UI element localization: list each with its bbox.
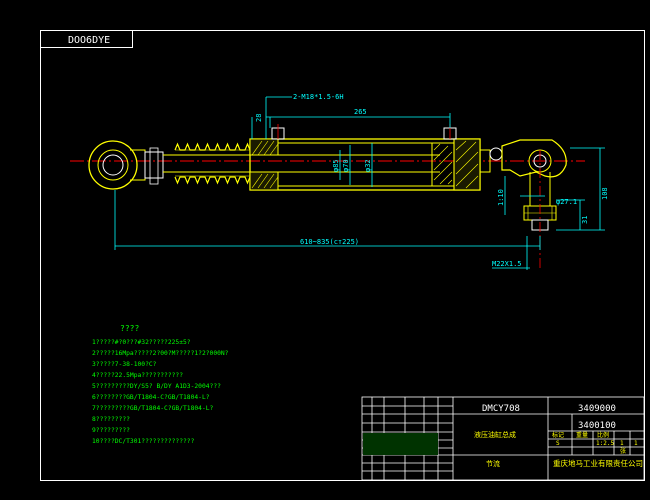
dim-angle-note: 1:10	[497, 189, 505, 206]
dim-dia-85: φ85	[332, 159, 340, 172]
piston-rod	[175, 154, 440, 173]
dim-265: 265	[354, 108, 367, 116]
material-label: 节流	[486, 459, 500, 468]
cylinder-barrel	[249, 124, 481, 191]
note-line: 6????????GB/T1804-C?GB/T1804-L?	[92, 394, 210, 401]
label-mark: 标记	[552, 431, 564, 439]
note-line: 4?????22.5Mpa???????????	[92, 372, 183, 379]
bellows-boot	[174, 142, 260, 185]
product-name: 液压油缸总成	[474, 430, 516, 439]
notes-title: ????	[120, 324, 139, 333]
dim-108: 108	[601, 187, 609, 200]
right-clevis	[479, 139, 567, 270]
company-name: 重庆地马工业有限责任公司	[553, 458, 643, 468]
dim-thread-bottom: M22X1.5	[492, 260, 522, 268]
dim-thread-top: 2-M18*1.5-6H	[293, 93, 344, 101]
sheets-total: 1	[620, 440, 624, 447]
note-line: 5?????????DY/S5? B/DY A1D3-2004???	[92, 383, 221, 390]
drawing-number: 3400100	[578, 421, 616, 431]
part-number: 3409000	[578, 404, 616, 414]
technical-notes: ???? 1?????#?0???#32?????225±5? 2?????16…	[92, 324, 229, 445]
drawing-frame	[40, 30, 645, 481]
note-line: 1?????#?0???#32?????225±5?	[92, 339, 191, 346]
left-rod-eye	[88, 140, 175, 190]
note-line: 3?????7-38-100?C?	[92, 361, 157, 368]
scale: 1:2.5	[596, 440, 614, 447]
dim-stroke-length: 610~835(ст225)	[300, 238, 359, 246]
label-scale: 比例	[597, 431, 609, 439]
code-box	[40, 30, 133, 48]
dim-28: 28	[255, 114, 263, 122]
note-line: 9?????????	[92, 427, 130, 434]
note-line: 10????DC/T301??????????????	[92, 438, 195, 445]
dim-dia-27: φ27.1	[556, 198, 577, 206]
dim-dia-70: φ70	[342, 159, 350, 172]
dim-dia-32: φ32	[364, 159, 372, 172]
note-line: 7?????????GB/T1804-C?GB/T1804-L?	[92, 405, 214, 412]
label-weight: 重量	[576, 431, 588, 439]
dimension-lines	[114, 96, 605, 270]
sheet-label: 张	[620, 447, 626, 455]
sheet-number: 1	[634, 440, 638, 447]
note-line: 2?????16Mpa?????2?00?M?????1?2?000N?	[92, 350, 229, 357]
dim-31: 31	[581, 216, 589, 224]
revision-marks	[363, 433, 438, 455]
stage: S	[556, 440, 560, 447]
model-number: DMCY708	[482, 404, 520, 414]
drawing-code: DOO6DYE	[68, 35, 110, 46]
note-line: 8?????????	[92, 416, 130, 423]
